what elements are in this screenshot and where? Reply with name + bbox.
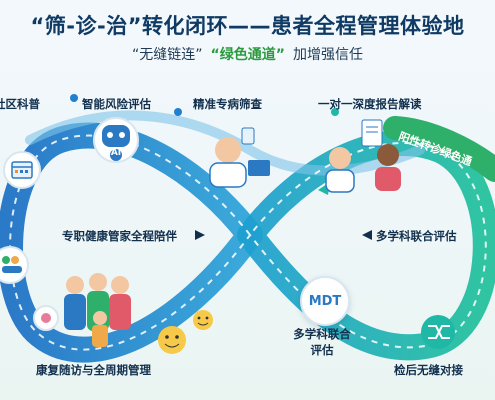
arrow-left [195,230,205,240]
calendar-icon [3,151,41,189]
arrow-right [362,230,372,240]
marker-dot [174,108,182,116]
mdt-badge: MDT [300,276,350,326]
doctor-icon [209,127,270,188]
step-health-manager: 专职健康管家全程陪伴 [62,229,177,243]
green-channel-band [383,116,495,182]
subtitle-part3: 加增强信任 [292,47,363,63]
smiley-icon [158,326,186,354]
marker-dot [331,108,339,116]
top-swoosh [25,110,425,176]
step-rehab: 康复随访与全周期管理 [36,363,151,377]
family-icon [64,273,131,347]
smiley-icon [193,310,213,330]
report-icon [325,119,401,193]
flow-line [9,134,487,351]
ai-badge: AI [110,148,122,158]
step-community: 社区科普 [0,97,40,111]
loop-right-band [237,130,495,361]
marker-dot [70,94,78,102]
step-seamless: 检后无缝对接 [394,363,463,377]
robot-icon [93,117,139,163]
page-subtitle: “无缝链连” “绿色通道” 加增强信任 [0,44,495,64]
step-screening: 精准专病筛查 [193,97,262,111]
subtitle-green-channel: “绿色通道” [210,47,285,63]
step-report: 一对一深度报告解读 [318,97,422,111]
step-ai-risk: 智能风险评估 [82,97,151,111]
step-mdt-center-line1: 多学科联合 [293,327,351,341]
flower-icon [33,305,59,331]
people-icon [0,246,29,284]
page-title: “筛-诊-治”转化闭环——患者全程管理体验地 [30,14,465,38]
step-mdt-center-line2: 评估 [310,343,334,357]
shuffle-icon [421,315,455,349]
step-mdt-right: 多学科联合评估 [376,229,457,243]
subtitle-part1: “无缝链连” [132,47,203,63]
